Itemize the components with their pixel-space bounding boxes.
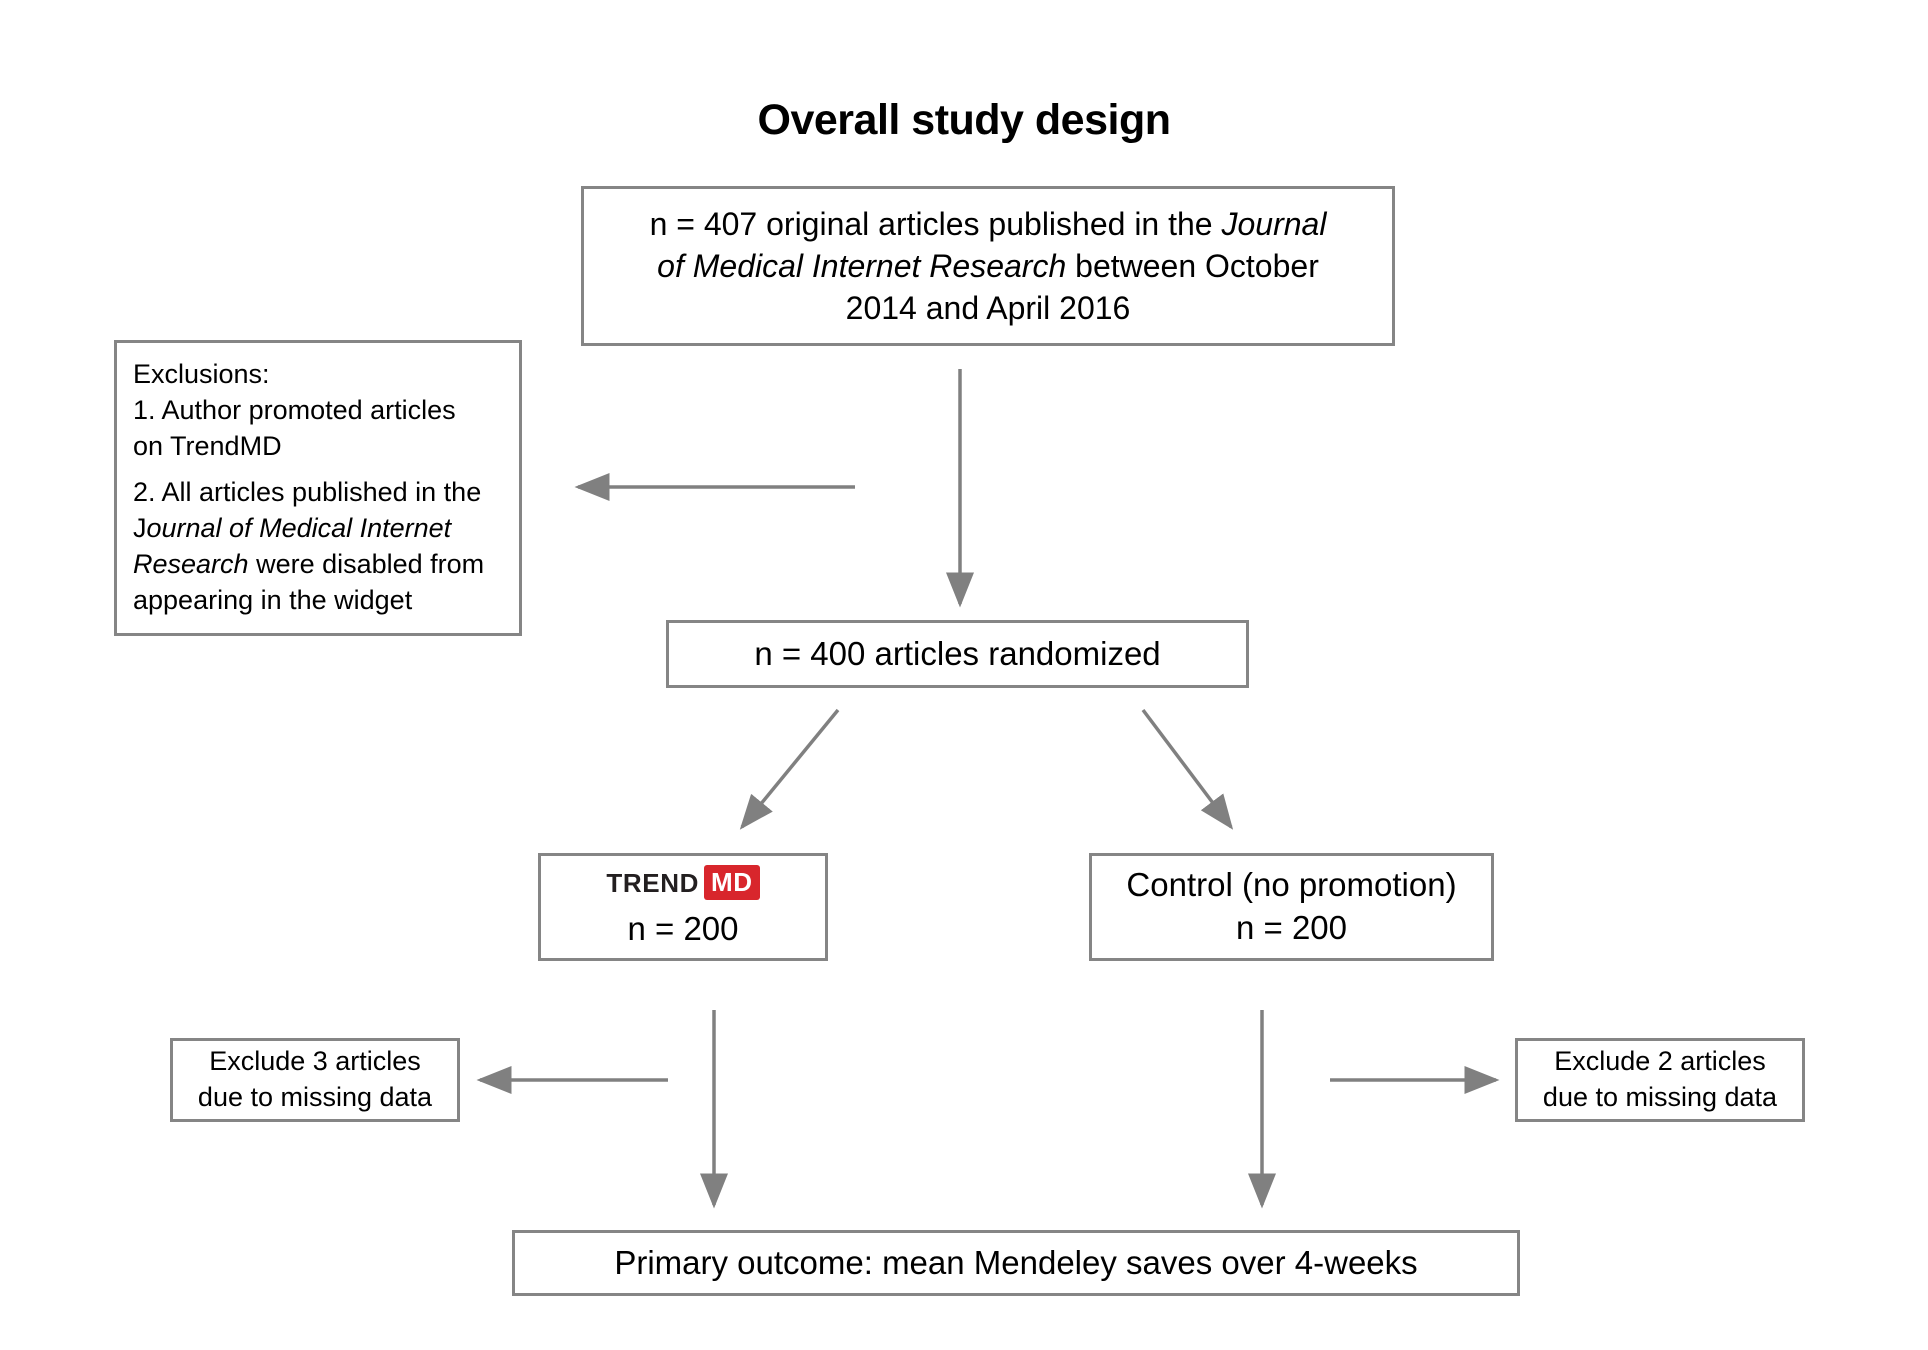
randomized-box: n = 400 articles randomized [666,620,1249,688]
exclude-right-line-2: due to missing data [1542,1082,1778,1112]
source-line-1: n = 407 original articles published in t… [649,205,1327,242]
exclusion-item-2-line-1: 2. All articles published in the [133,477,482,508]
source-articles-box: n = 407 original articles published in t… [581,186,1395,346]
source-line-2: of Medical Internet Research between Oct… [657,247,1319,284]
primary-outcome-label: Primary outcome: mean Mendeley saves ove… [614,1243,1418,1281]
exclusion-item-2-line-2: Journal of Medical Internet [133,513,452,544]
trendmd-logo-badge: MD [703,865,760,901]
exclusion-item-1-line-2: on TrendMD [133,430,282,461]
primary-outcome-box: Primary outcome: mean Mendeley saves ove… [512,1230,1520,1296]
control-arm-box: Control (no promotion) n = 200 [1089,853,1494,961]
trendmd-arm-box: TREND MD n = 200 [538,853,828,961]
exclude-left-line-2: due to missing data [197,1082,433,1112]
control-arm-count: n = 200 [1235,909,1348,946]
trendmd-arm-count: n = 200 [627,910,739,948]
exclude-left-line-1: Exclude 3 articles [209,1046,421,1077]
exclude-right-line-1: Exclude 2 articles [1554,1046,1766,1077]
randomized-label: n = 400 articles randomized [754,634,1161,672]
exclusion-item-2-line-3: Research were disabled from [133,549,485,580]
trendmd-logo-word: TREND [606,867,699,898]
source-line-3: 2014 and April 2016 [845,290,1131,327]
exclusions-heading: Exclusions: [133,359,270,389]
arrow-randomized-to-trendmd [739,708,840,830]
control-arm-title: Control (no promotion) [1126,866,1457,904]
exclusions-box: Exclusions: 1. Author promoted articles … [114,340,522,636]
exclude-right-box: Exclude 2 articles due to missing data [1515,1038,1805,1122]
exclusion-item-2-line-4: appearing in the widget [133,585,413,616]
trendmd-logo-icon: TREND MD [606,865,760,901]
exclusion-item-1-line-1: 1. Author promoted articles [133,394,456,425]
exclude-left-box: Exclude 3 articles due to missing data [170,1038,460,1122]
page-title: Overall study design [757,96,1171,144]
arrow-randomized-to-control [1141,708,1234,830]
